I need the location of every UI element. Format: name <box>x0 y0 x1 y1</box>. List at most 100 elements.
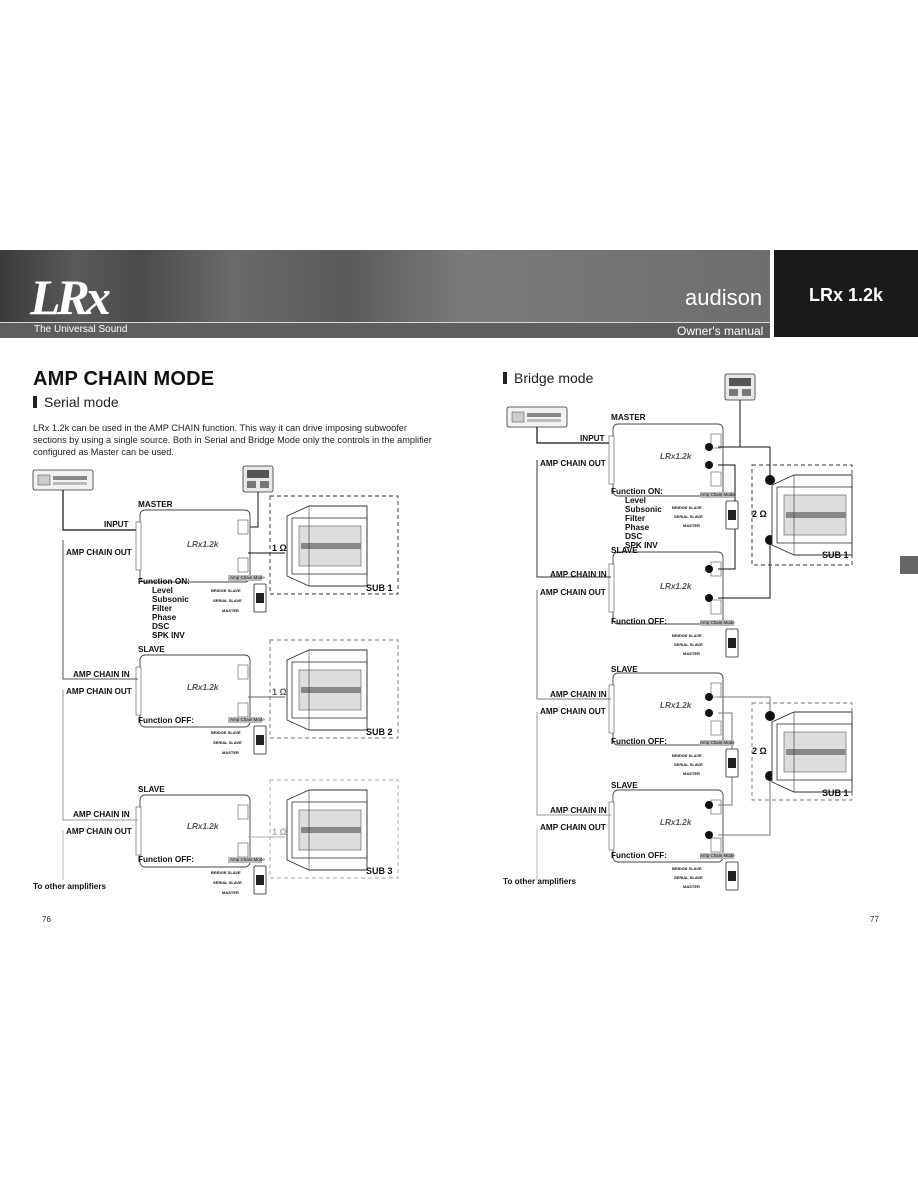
ohm-label-2: 1 Ω <box>272 687 287 697</box>
label-function-off-2: Function OFF: <box>138 855 194 864</box>
amp-logo-1: LRx1.2k <box>187 540 219 549</box>
label-master: MASTER <box>138 500 173 509</box>
label-slave-2: SLAVE <box>138 785 165 794</box>
label-slave-1: SLAVE <box>138 645 165 654</box>
right-panel-title-1: Amp Chain Mode <box>700 492 735 497</box>
model-name: LRx 1.2k <box>808 285 884 305</box>
right-label-function-on: Function ON: <box>611 487 663 496</box>
page-tab-marker <box>900 556 918 574</box>
right-function-level: Level <box>625 496 646 505</box>
label-amp-chain-out-2: AMP CHAIN OUT <box>66 687 132 696</box>
right-label-amp-chain-in-3: AMP CHAIN IN <box>550 806 607 815</box>
right-panel-master-4: MASTER <box>683 884 700 889</box>
header-strip <box>0 322 770 338</box>
label-input: INPUT <box>104 520 129 529</box>
function-phase: Phase <box>152 613 177 622</box>
right-panel-bridge-1: BRIDGE SLAVE <box>672 505 702 510</box>
right-function-subsonic: Subsonic <box>625 505 662 514</box>
right-label-sub-1b: SUB 1 <box>822 788 849 798</box>
right-panel-master-1: MASTER <box>683 523 700 528</box>
panel-master-1: MASTER <box>222 608 239 613</box>
right-label-master: MASTER <box>611 413 646 422</box>
amp-logo-2: LRx1.2k <box>187 683 219 692</box>
function-subsonic: Subsonic <box>152 595 189 604</box>
right-panel-bridge-4: BRIDGE SLAVE <box>672 866 702 871</box>
right-function-phase: Phase <box>625 523 650 532</box>
label-amp-chain-in-2: AMP CHAIN IN <box>73 810 130 819</box>
panel-bridge-3: BRIDGE SLAVE <box>211 870 241 875</box>
label-function-on: Function ON: <box>138 577 190 586</box>
right-panel-title-2: Amp Chain Mode <box>700 620 735 625</box>
right-label-slave-2: SLAVE <box>611 665 638 674</box>
label-to-other-amplifiers-right: To other amplifiers <box>503 877 577 886</box>
right-panel-master-3: MASTER <box>683 771 700 776</box>
right-function-filter: Filter <box>625 514 646 523</box>
right-panel-title-3: Amp Chain Mode <box>700 740 735 745</box>
section-bridge-mode: Bridge mode <box>503 370 593 386</box>
page-title: AMP CHAIN MODE <box>33 368 215 390</box>
right-function-dsc: DSC <box>625 532 643 541</box>
panel-master-2: MASTER <box>222 750 239 755</box>
right-panel-serial-1: SERIAL SLAVE <box>674 514 703 519</box>
right-panel-serial-2: SERIAL SLAVE <box>674 642 703 647</box>
right-label-input: INPUT <box>580 434 605 443</box>
panel-serial-3: SERIAL SLAVE <box>213 880 242 885</box>
label-function-off-1: Function OFF: <box>138 716 194 725</box>
right-label-amp-chain-in-2: AMP CHAIN IN <box>550 690 607 699</box>
right-label-amp-chain-out-3: AMP CHAIN OUT <box>540 707 606 716</box>
ohm-label-1: 1 Ω <box>272 543 287 553</box>
right-panel-serial-4: SERIAL SLAVE <box>674 875 703 880</box>
label-amp-chain-out-1: AMP CHAIN OUT <box>66 548 132 557</box>
function-filter: Filter <box>152 604 173 613</box>
right-label-sub-1a: SUB 1 <box>822 550 849 560</box>
function-level: Level <box>152 586 173 595</box>
label-sub-1: SUB 1 <box>366 583 393 593</box>
brand-name: audison <box>685 285 763 310</box>
right-ohm-label-1: 2 Ω <box>752 509 767 519</box>
panel-serial-1: SERIAL SLAVE <box>213 598 242 603</box>
right-label-function-off-2: Function OFF: <box>611 737 667 746</box>
label-amp-chain-out-3: AMP CHAIN OUT <box>66 827 132 836</box>
panel-title-1: Amp Chain Mode <box>230 575 265 580</box>
panel-master-3: MASTER <box>222 890 239 895</box>
panel-title-3: Amp Chain Mode <box>230 857 265 862</box>
right-label-function-off-3: Function OFF: <box>611 851 667 860</box>
right-panel-title-4: Amp Chain Mode <box>700 853 735 858</box>
right-label-slave-1: SLAVE <box>611 546 638 555</box>
right-panel-bridge-2: BRIDGE SLAVE <box>672 633 702 638</box>
page-number-right: 77 <box>870 915 879 924</box>
lrx-logo: LRx <box>30 269 111 325</box>
panel-title-2: Amp Chain Mode <box>230 717 265 722</box>
tagline: The Universal Sound <box>34 324 128 335</box>
right-label-amp-chain-out-4: AMP CHAIN OUT <box>540 823 606 832</box>
right-label-slave-3: SLAVE <box>611 781 638 790</box>
right-panel-bridge-3: BRIDGE SLAVE <box>672 753 702 758</box>
manual-label: Owner's manual <box>677 324 764 338</box>
panel-serial-2: SERIAL SLAVE <box>213 740 242 745</box>
right-amp-logo-1: LRx1.2k <box>660 452 692 461</box>
header-model-box <box>774 250 918 337</box>
right-amp-logo-4: LRx1.2k <box>660 818 692 827</box>
label-to-other-amplifiers-left: To other amplifiers <box>33 882 107 891</box>
intro-paragraph: LRx 1.2k can be used in the AMP CHAIN fu… <box>33 423 432 457</box>
label-sub-2: SUB 2 <box>366 727 393 737</box>
function-spk-inv: SPK INV <box>152 631 185 640</box>
page-number-left: 76 <box>42 915 51 924</box>
right-panel-master-2: MASTER <box>683 651 700 656</box>
right-label-amp-chain-out-1: AMP CHAIN OUT <box>540 459 606 468</box>
label-sub-3: SUB 3 <box>366 866 393 876</box>
right-label-amp-chain-out-2: AMP CHAIN OUT <box>540 588 606 597</box>
right-label-function-off-1: Function OFF: <box>611 617 667 626</box>
right-function-spk-inv: SPK INV <box>625 541 658 550</box>
right-panel-serial-3: SERIAL SLAVE <box>674 762 703 767</box>
ohm-label-3: 1 Ω <box>272 827 287 837</box>
amp-logo-3: LRx1.2k <box>187 822 219 831</box>
label-amp-chain-in-1: AMP CHAIN IN <box>73 670 130 679</box>
right-ohm-label-2: 2 Ω <box>752 746 767 756</box>
right-label-amp-chain-in-1: AMP CHAIN IN <box>550 570 607 579</box>
right-amp-logo-2: LRx1.2k <box>660 582 692 591</box>
section-serial-mode: Serial mode <box>33 394 119 410</box>
function-dsc: DSC <box>152 622 170 631</box>
panel-bridge-1: BRIDGE SLAVE <box>211 588 241 593</box>
